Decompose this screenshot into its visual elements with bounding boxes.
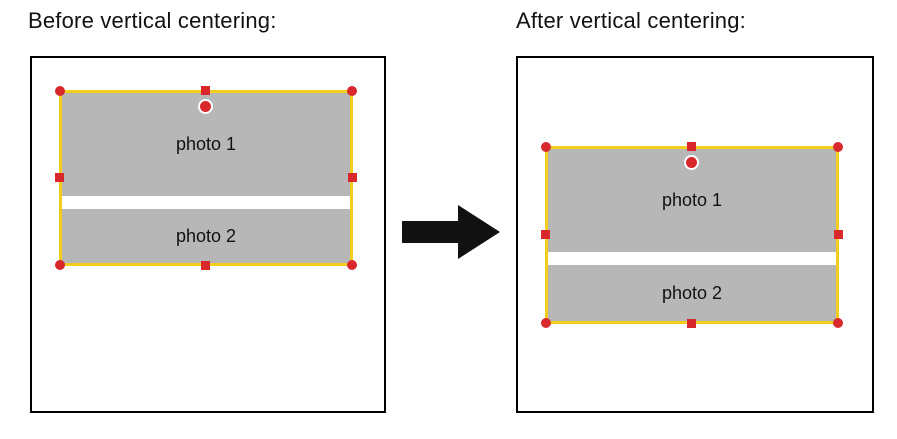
selection-handle-middle-left [55, 173, 64, 182]
selection-handle-bottom-left [541, 318, 551, 328]
selection-handle-top-left [55, 86, 65, 96]
after-photo-2-label: photo 2 [661, 282, 723, 303]
selection-handle-bottom-right [833, 318, 843, 328]
selection-handle-top-left [541, 142, 551, 152]
after-selection-group: photo 1 photo 2 [541, 142, 843, 328]
before-photo-gap [62, 196, 350, 209]
before-selection-group: photo 1 photo 2 [55, 86, 357, 270]
right-arrow-icon [402, 205, 500, 259]
before-photo-2-label: photo 2 [175, 225, 237, 246]
selection-handle-top-center [201, 86, 210, 95]
selection-handle-top-right [833, 142, 843, 152]
after-page: photo 1 photo 2 [516, 56, 874, 413]
selection-handle-bottom-right [347, 260, 357, 270]
after-title: After vertical centering: [516, 8, 746, 33]
selection-handle-bottom-left [55, 260, 65, 270]
reference-point [198, 99, 213, 114]
selection-handle-bottom-center [201, 261, 210, 270]
reference-point [684, 155, 699, 170]
before-photo-1-label: photo 1 [175, 134, 237, 154]
before-photo-2: photo 2 [62, 209, 350, 263]
after-photo-2: photo 2 [548, 265, 836, 321]
selection-handle-bottom-center [687, 319, 696, 328]
selection-handle-top-center [687, 142, 696, 151]
selection-handle-middle-right [348, 173, 357, 182]
selection-handle-top-right [347, 86, 357, 96]
before-title: Before vertical centering: [28, 8, 277, 33]
before-page: photo 1 photo 2 [30, 56, 386, 413]
after-photo-gap [548, 252, 836, 265]
selection-handle-middle-right [834, 230, 843, 239]
after-photo-1-label: photo 1 [661, 190, 723, 210]
selection-handle-middle-left [541, 230, 550, 239]
